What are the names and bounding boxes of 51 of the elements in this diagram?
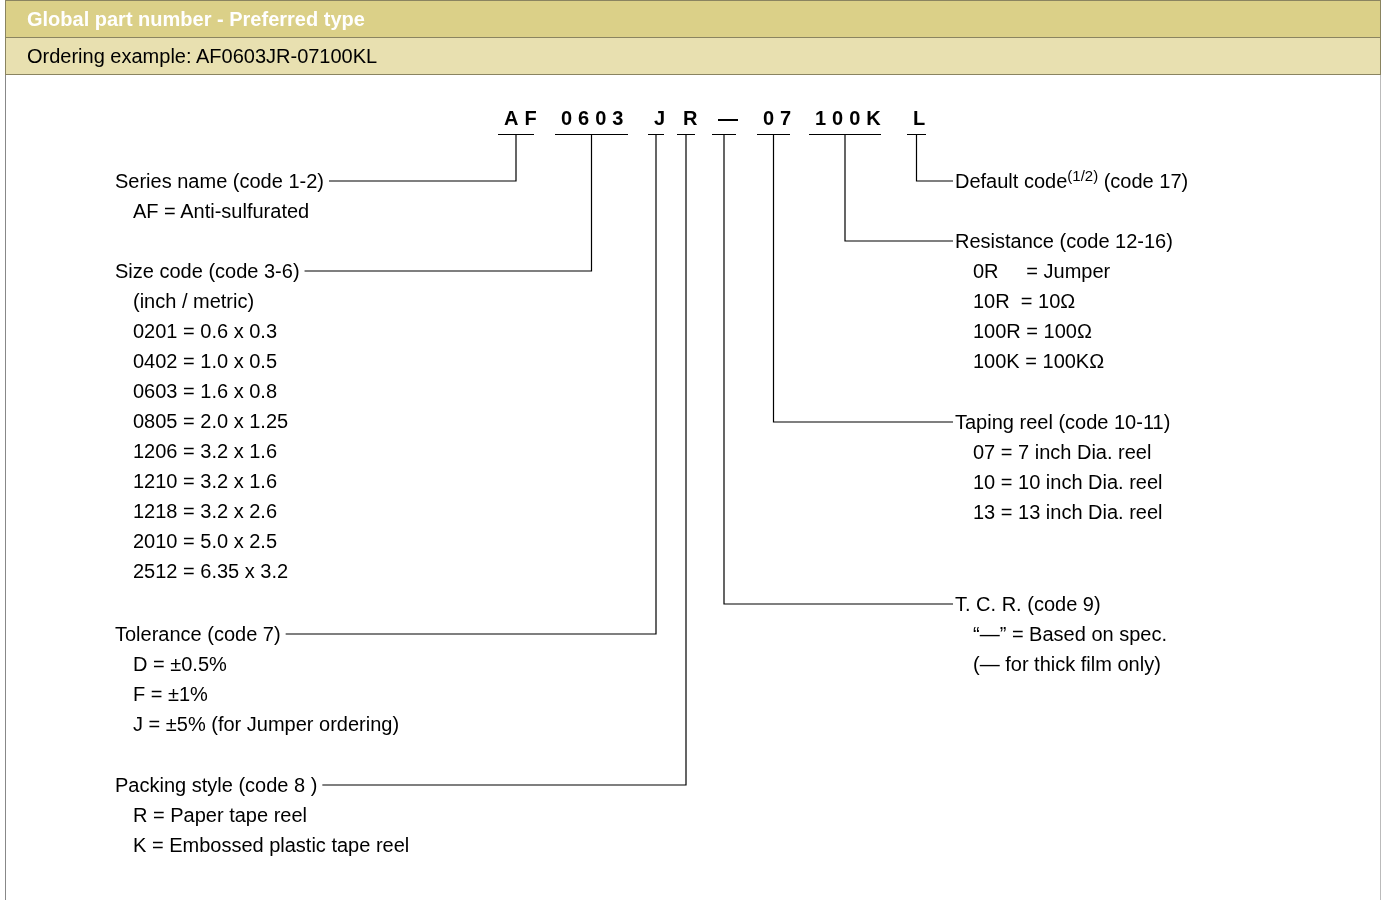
code-segment: — [712, 106, 736, 135]
code-description: J = ±5% (for Jumper ordering) [132, 712, 400, 737]
code-segment: 100K [809, 106, 881, 135]
code-description: 1210 = 3.2 x 1.6 [132, 469, 277, 494]
code-description: F = ±1% [132, 682, 208, 707]
code-description: 1206 = 3.2 x 1.6 [132, 439, 277, 464]
code-heading: Default code$^{(1/2)}$ (code 17) [955, 166, 1189, 194]
leader-line [303, 134, 593, 272]
leader-line [723, 134, 954, 605]
leader-line [915, 134, 954, 182]
code-description: 0402 = 1.0 x 0.5 [132, 349, 277, 374]
code-description: 0805 = 2.0 x 1.25 [132, 409, 289, 434]
code-description: 0R = Jumper [972, 259, 1111, 284]
leader-line [321, 134, 687, 786]
code-segment: R [677, 106, 695, 135]
code-segment: AF [498, 106, 534, 135]
title: Global part number - Preferred type [27, 7, 365, 32]
code-description: 10 = 10 inch Dia. reel [972, 470, 1163, 495]
code-description: R = Paper tape reel [132, 803, 307, 828]
code-heading: Packing style (code 8 ) [115, 773, 318, 798]
leader-line [328, 134, 517, 182]
code-description: 100K = 100KΩ [972, 349, 1105, 374]
code-description: 10R = 10Ω [972, 289, 1076, 314]
code-description: 1218 = 3.2 x 2.6 [132, 499, 277, 524]
leader-line [772, 134, 954, 423]
code-heading: T. C. R. (code 9) [955, 592, 1101, 617]
code-description: 07 = 7 inch Dia. reel [972, 440, 1152, 465]
ordering-example: Ordering example: AF0603JR-07100KL [27, 44, 378, 69]
code-description: “—” = Based on spec. [972, 622, 1167, 647]
code-description: (inch / metric) [132, 289, 255, 314]
code-segment: J [648, 106, 664, 135]
code-description: (— for thick film only) [972, 652, 1161, 677]
code-description: 2010 = 5.0 x 2.5 [132, 529, 277, 554]
code-segment: L [907, 106, 926, 135]
code-description: 0603 = 1.6 x 0.8 [132, 379, 277, 404]
leader-line [844, 134, 954, 242]
code-heading: Tolerance (code 7) [115, 622, 281, 647]
code-heading: Taping reel (code 10-11) [955, 410, 1171, 435]
code-description: K = Embossed plastic tape reel [132, 833, 410, 858]
code-heading: Resistance (code 12-16) [955, 229, 1173, 254]
code-description: D = ±0.5% [132, 652, 227, 677]
code-segment: 0603 [555, 106, 628, 135]
code-heading: Size code (code 3-6) [115, 259, 300, 284]
leader-line [285, 134, 657, 635]
code-description: AF = Anti-sulfurated [132, 199, 310, 224]
code-heading: Series name (code 1-2) [115, 169, 324, 194]
code-description: 100R = 100Ω [972, 319, 1092, 344]
code-description: 13 = 13 inch Dia. reel [972, 500, 1163, 525]
code-description: 0201 = 0.6 x 0.3 [132, 319, 277, 344]
code-description: 2512 = 6.35 x 3.2 [132, 559, 289, 584]
code-segment: 07 [757, 106, 790, 135]
